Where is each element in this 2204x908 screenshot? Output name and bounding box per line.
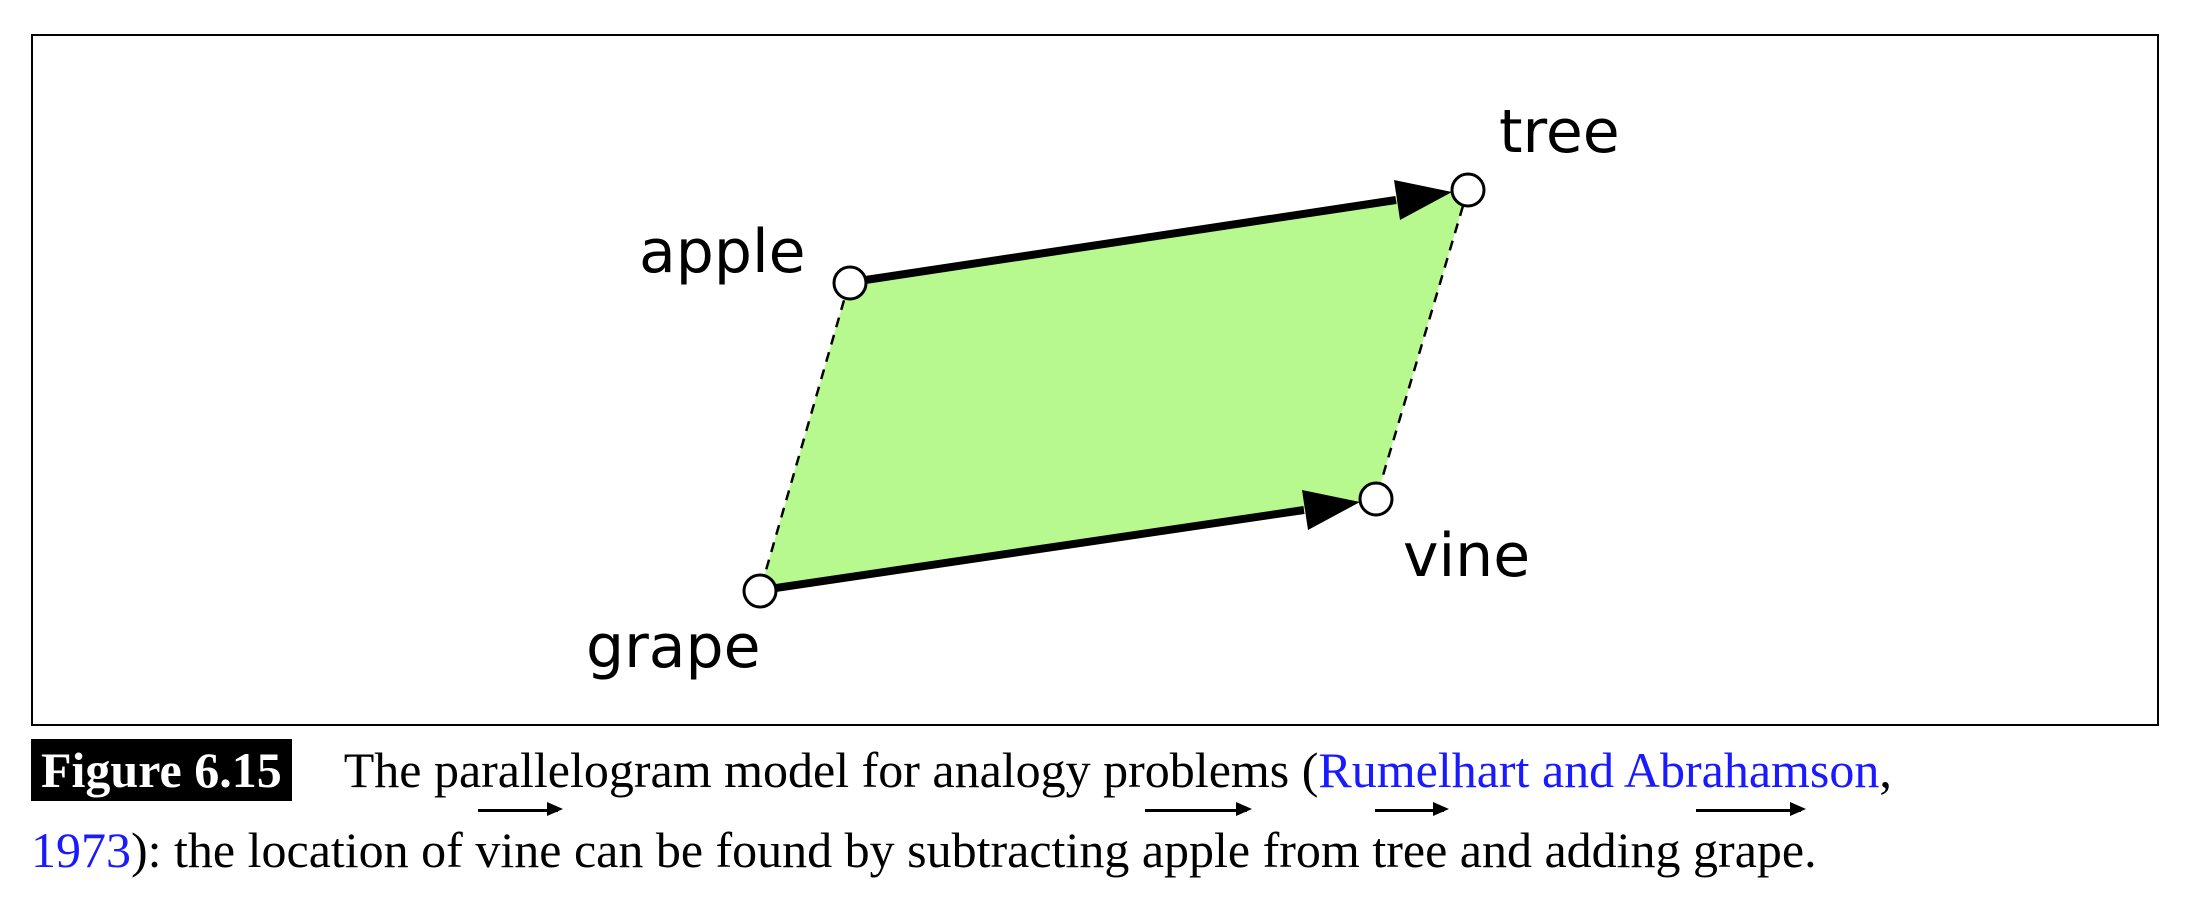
grape-node <box>742 573 778 609</box>
figure-frame: apple tree grape vine <box>31 34 2159 726</box>
caption-text-2: ): the location of <box>131 822 476 878</box>
figure-caption: Figure 6.15 The parallelogram model for a… <box>31 730 2171 890</box>
caption-comma: , <box>1879 742 1892 798</box>
grape-to-vine-arrow <box>761 506 1305 594</box>
citation-link-year[interactable]: 1973 <box>31 822 131 878</box>
parallelogram-diagram: apple tree grape vine <box>586 97 1620 682</box>
figure-number-tag: Figure 6.15 <box>31 739 292 801</box>
caption-text-5: and adding <box>1447 822 1694 878</box>
grape-label: grape <box>586 612 761 682</box>
vine-node <box>1358 481 1394 517</box>
caption-text-1: The parallelogram model for analogy prob… <box>343 742 1319 798</box>
caption-end: . <box>1804 822 1817 878</box>
apple-node <box>832 265 868 301</box>
apple-to-tree-arrow <box>851 196 1397 286</box>
grape-to-vine-arrowhead <box>1302 490 1360 530</box>
citation-link-authors[interactable]: Rumelhart and Abrahamson <box>1318 742 1880 798</box>
vine-label: vine <box>1403 521 1530 591</box>
vector-grape: grape <box>1693 802 1807 890</box>
tree-label: tree <box>1499 97 1620 167</box>
parallelogram-fill <box>760 189 1468 591</box>
caption-text-4: from <box>1250 822 1373 878</box>
apple-to-tree-arrowhead <box>1394 180 1452 220</box>
vector-vine: vine <box>475 802 564 890</box>
vector-tree: tree <box>1372 802 1450 890</box>
caption-text-3: can be found by subtracting <box>561 822 1142 878</box>
tree-node <box>1450 172 1486 208</box>
apple-label: apple <box>639 217 806 287</box>
vector-apple: apple <box>1142 802 1253 890</box>
